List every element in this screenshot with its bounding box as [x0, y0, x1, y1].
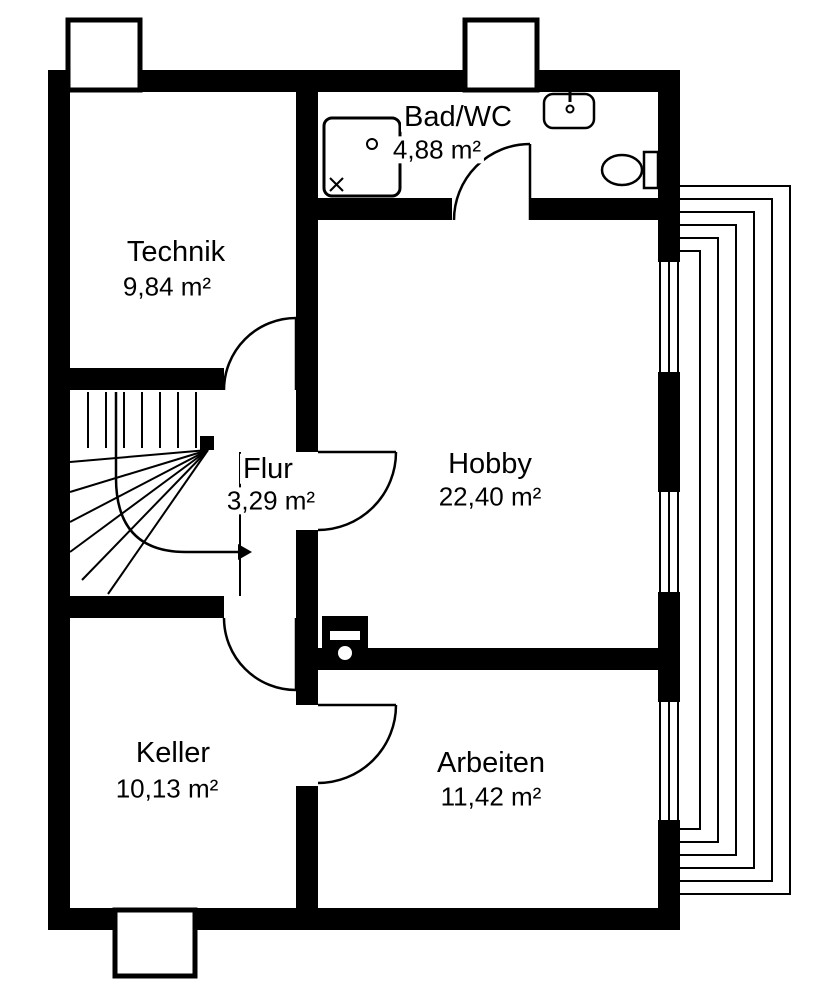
stair-post: [200, 436, 214, 450]
door-technik: [222, 316, 298, 391]
bathroom-fixtures: [322, 92, 660, 198]
exterior-step-lines: [680, 185, 791, 895]
window-hobby-2: [658, 492, 680, 592]
chimney-block-icon: [322, 616, 368, 670]
washbasin-icon: [542, 92, 596, 130]
chimney-top-right: [462, 17, 540, 93]
wall-hobby-arbeiten: [318, 648, 658, 670]
door-arbeiten: [317, 703, 398, 785]
interior-walls: [70, 92, 658, 908]
wall-outer-left: [48, 70, 70, 930]
door-arc: [452, 142, 531, 221]
windows: [658, 262, 680, 820]
wall-technik-south: [70, 368, 224, 390]
wall-outer-bottom: [48, 908, 680, 930]
room-area-arbeiten: 11,42 m²: [437, 783, 545, 811]
room-name-technik: Technik: [123, 236, 229, 267]
door-bad-wc: [452, 142, 532, 221]
window-arbeiten: [658, 702, 680, 820]
wall-bath-south-right: [530, 198, 658, 220]
door-hobby: [317, 450, 398, 532]
wall-bath-south-left: [318, 198, 452, 220]
room-name-hobby: Hobby: [445, 448, 535, 479]
doors: [222, 142, 532, 785]
room-area-bad-wc: 4,88 m²: [389, 136, 485, 164]
wall-center-bottom: [296, 786, 318, 908]
toilet-icon: [600, 150, 660, 190]
wall-center-mid: [296, 530, 318, 705]
door-arc: [317, 451, 398, 532]
wall-keller-north: [70, 596, 224, 618]
wall-center-top: [296, 92, 318, 452]
room-name-arbeiten: Arbeiten: [433, 747, 549, 778]
room-name-bad-wc: Bad/WC: [401, 101, 515, 132]
staircase-icon: [69, 392, 252, 596]
door-arc: [317, 704, 398, 785]
chimney-cleanout-slot: [330, 631, 360, 640]
room-area-flur: 3,29 m²: [223, 487, 319, 515]
chimney-bottom: [112, 907, 198, 979]
stair-walk-line: [114, 392, 238, 554]
chimney-top-left: [65, 17, 143, 93]
shower-icon: [322, 116, 402, 198]
wall-outer-top: [48, 70, 680, 92]
stair-direction-arrow: [238, 544, 252, 560]
room-area-keller: 10,13 m²: [112, 775, 222, 803]
chimney-flue: [338, 646, 352, 660]
window-hobby-1: [658, 262, 680, 372]
room-area-technik: 9,84 m²: [119, 273, 215, 301]
door-arc: [222, 617, 297, 692]
wall-stubs: [65, 17, 540, 979]
room-name-flur: Flur: [240, 453, 296, 484]
room-area-hobby: 22,40 m²: [435, 483, 545, 511]
door-arc: [222, 316, 297, 391]
door-keller: [222, 617, 298, 692]
room-name-keller: Keller: [132, 737, 214, 768]
